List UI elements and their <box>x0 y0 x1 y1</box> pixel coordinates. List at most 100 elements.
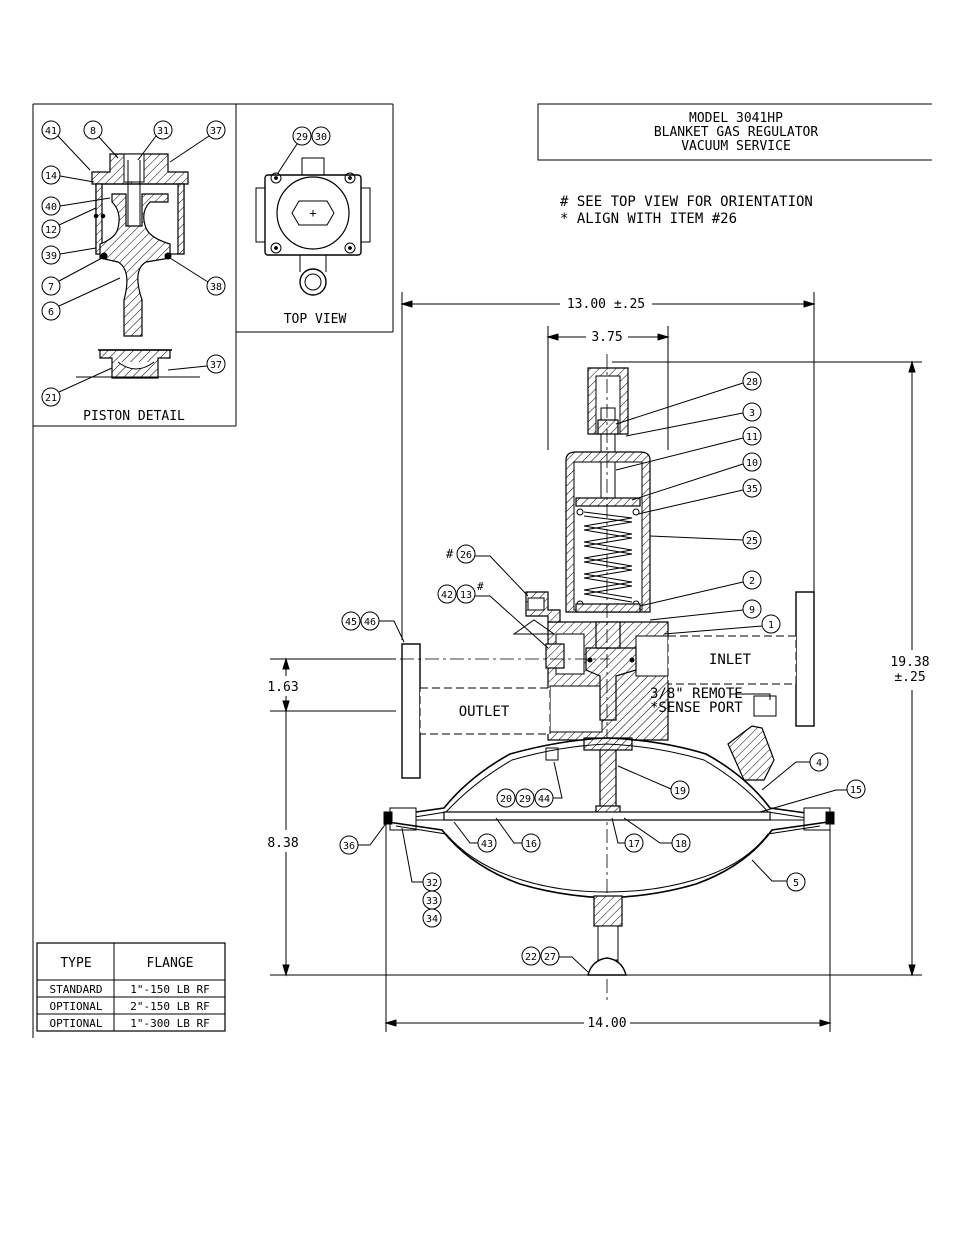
piston-balloon-39: 39 <box>41 245 97 265</box>
svg-text:19: 19 <box>674 786 686 797</box>
svg-text:44: 44 <box>538 794 550 805</box>
svg-text:8: 8 <box>90 126 96 137</box>
svg-text:41: 41 <box>45 126 57 137</box>
svg-text:22: 22 <box>525 952 537 963</box>
svg-text:9: 9 <box>749 605 755 616</box>
piston-balloon-12: 12 <box>41 207 97 239</box>
flange-row-2-type: OPTIONAL <box>50 1000 103 1013</box>
svg-text:17: 17 <box>628 839 640 850</box>
title-service: VACUUM SERVICE <box>681 139 791 154</box>
piston-balloon-37-bottom: 37 <box>167 354 226 374</box>
svg-text:21: 21 <box>45 393 57 404</box>
flange-row-3-type: OPTIONAL <box>50 1017 103 1030</box>
svg-text:37: 37 <box>210 126 222 137</box>
svg-text:3: 3 <box>749 408 755 419</box>
svg-text:11: 11 <box>746 432 758 443</box>
balloon-2: 2 <box>639 570 762 607</box>
balloon-13: 13 # <box>456 580 549 649</box>
balloon-44: 44 <box>534 761 563 808</box>
balloon-18: 18 <box>623 817 691 853</box>
top-view-balloon-29: 29 <box>277 126 312 174</box>
svg-text:34: 34 <box>426 914 438 925</box>
svg-text:26: 26 <box>460 550 472 561</box>
balloon-5: 5 <box>751 859 806 892</box>
remote-port-label: 3/8" REMOTE <box>650 686 743 702</box>
dim-width-bottom: 14.00 <box>587 1016 626 1031</box>
inlet-label: INLET <box>709 652 752 668</box>
svg-text:37: 37 <box>210 360 222 371</box>
balloon-27: 27 <box>540 946 589 973</box>
svg-text:42: 42 <box>441 590 453 601</box>
note-orientation: # SEE TOP VIEW FOR ORIENTATION <box>560 194 813 210</box>
svg-text:16: 16 <box>525 839 537 850</box>
balloon-43: 43 <box>453 821 497 853</box>
balloon-3: 3 <box>625 402 762 437</box>
flange-row-3-size: 1"-300 LB RF <box>130 1017 209 1030</box>
dim-bonnet: 3.75 <box>591 330 622 345</box>
svg-text:29: 29 <box>519 794 531 805</box>
sheet-frame <box>32 103 394 1038</box>
svg-text:35: 35 <box>746 484 758 495</box>
piston-balloon-37-top: 37 <box>169 120 226 163</box>
balloon-1: 1 <box>663 614 781 635</box>
svg-text:18: 18 <box>675 839 687 850</box>
svg-text:29: 29 <box>296 132 308 143</box>
piston-balloon-21: 21 <box>41 367 113 407</box>
svg-text:1: 1 <box>768 620 774 631</box>
balloon-20: 20 <box>496 788 516 808</box>
top-view-balloon-30: 30 <box>311 126 331 146</box>
outlet-label: OUTLET <box>459 704 510 720</box>
piston-balloon-8: 8 <box>83 120 119 159</box>
svg-text:40: 40 <box>45 202 57 213</box>
svg-text:10: 10 <box>746 458 758 469</box>
piston-balloon-41: 41 <box>41 120 91 171</box>
title-model: MODEL 3041HP <box>689 111 783 126</box>
svg-text:28: 28 <box>746 377 758 388</box>
balloon-28: 28 <box>615 371 762 425</box>
svg-text:25: 25 <box>746 536 758 547</box>
piston-detail-caption: PISTON DETAIL <box>83 409 185 424</box>
piston-detail: 41 8 31 37 14 40 12 <box>41 120 226 424</box>
svg-text:14: 14 <box>45 171 57 182</box>
balloon-10: 10 <box>631 452 762 501</box>
balloon-36: 36 <box>339 817 391 855</box>
svg-text:30: 30 <box>315 132 327 143</box>
top-view-caption: TOP VIEW <box>284 312 347 327</box>
tag-hash-13: # <box>477 580 484 593</box>
balloon-32: 32 <box>401 827 442 892</box>
title-product: BLANKET GAS REGULATOR <box>654 125 819 140</box>
svg-text:+: + <box>309 206 316 220</box>
title-block: MODEL 3041HP BLANKET GAS REGULATOR VACUU… <box>537 103 932 161</box>
svg-text:5: 5 <box>793 878 799 889</box>
sense-port-label: *SENSE PORT <box>650 700 743 716</box>
svg-text:20: 20 <box>500 794 512 805</box>
svg-text:36: 36 <box>343 841 355 852</box>
svg-text:46: 46 <box>364 617 376 628</box>
balloon-42: 42 <box>437 584 457 604</box>
balloon-4: 4 <box>761 752 829 791</box>
flange-row-1-size: 1"-150 LB RF <box>130 983 209 996</box>
svg-text:31: 31 <box>157 126 169 137</box>
svg-text:27: 27 <box>544 952 556 963</box>
dim-height-value: 19.38 <box>890 655 929 670</box>
balloon-35: 35 <box>637 478 762 515</box>
svg-text:43: 43 <box>481 839 493 850</box>
dimensions: 13.00 ±.25 3.75 19.38 ±.25 1.63 8.38 <box>267 292 930 1032</box>
piston-balloon-38: 38 <box>169 257 226 296</box>
port-labels: INLET OUTLET 3/8" REMOTE *SENSE PORT <box>459 652 771 720</box>
dim-width-top: 13.00 ±.25 <box>567 297 645 312</box>
flange-row-1-type: STANDARD <box>50 983 103 996</box>
balloon-22: 22 <box>521 946 541 966</box>
balloon-9: 9 <box>649 599 762 621</box>
drawing-notes: # SEE TOP VIEW FOR ORIENTATION * ALIGN W… <box>560 194 813 227</box>
tag-hash-26: # <box>446 547 454 561</box>
note-align: * ALIGN WITH ITEM #26 <box>560 211 737 227</box>
flange-row-2-size: 2"-150 LB RF <box>130 1000 209 1013</box>
balloon-45: 45 <box>341 611 361 631</box>
piston-balloon-31: 31 <box>137 120 173 161</box>
balloon-34: 34 <box>422 908 442 928</box>
balloon-15: 15 <box>759 779 866 813</box>
regulator-assembly <box>300 354 835 1000</box>
balloon-16: 16 <box>495 817 541 853</box>
